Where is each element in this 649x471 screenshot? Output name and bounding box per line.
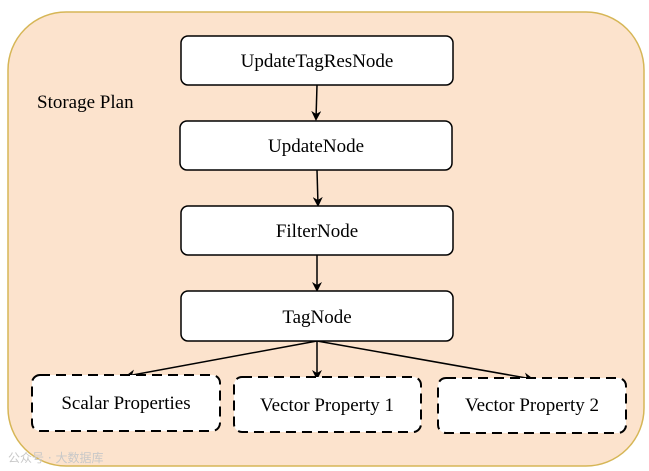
edge-update-tag-res-to-update [311,84,322,121]
node-update-tag-res-box [180,35,454,86]
property-scalar: Scalar Properties [31,374,221,432]
container-label: Storage Plan [37,92,134,113]
watermark-text: 公众号 · 大数据库 [8,450,103,465]
property-vector-2-label: Vector Property 2 [465,395,599,416]
node-update-tag-res: UpdateTagResNode [180,35,454,86]
node-tag-box [180,290,454,342]
node-tag: TagNode [180,290,454,342]
property-scalar-label: Scalar Properties [61,393,190,414]
node-update-label: UpdateNode [268,136,364,157]
edge-tag-to-scalar [125,340,318,380]
node-update-tag-res-label: UpdateTagResNode [241,51,394,72]
property-vector-2-box [437,377,627,434]
node-filter-label: FilterNode [276,221,358,242]
node-filter: FilterNode [180,205,454,256]
property-vector-2: Vector Property 2 [437,377,627,434]
node-update: UpdateNode [179,120,453,171]
edges [125,84,534,383]
property-vector-1-box [233,376,422,433]
property-vector-1-label: Vector Property 1 [260,395,394,416]
edge-update-to-filter [312,169,323,207]
property-vector-1: Vector Property 1 [233,376,422,433]
node-filter-box [180,205,454,256]
edge-tag-to-vector-2 [316,340,534,383]
node-update-box [179,120,453,171]
property-scalar-box [31,374,221,432]
node-tag-label: TagNode [282,307,351,328]
